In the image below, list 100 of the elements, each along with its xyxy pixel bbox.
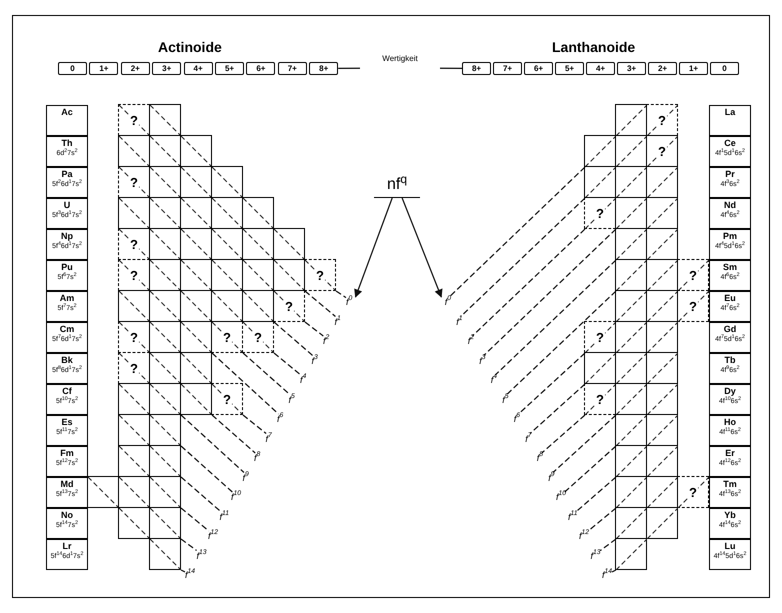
oxidation-state-box: [646, 352, 678, 384]
uncertain-state-box: [118, 104, 150, 136]
element-box: [709, 167, 751, 198]
oxidation-state-box: [242, 259, 274, 291]
question-mark: ?: [222, 330, 232, 344]
element-symbol: Md: [60, 480, 74, 489]
axis-label: Wertigkeit: [382, 55, 418, 63]
oxidation-state-box: [118, 383, 150, 415]
element-symbol: Gd: [724, 325, 736, 334]
oxidation-state-box: [242, 290, 274, 322]
oxidation-state-box: [118, 197, 150, 229]
oxidation-state-box: [149, 135, 181, 167]
leader-line: [588, 508, 616, 532]
element-symbol: Yb: [724, 511, 736, 520]
oxidation-state-box: [149, 507, 181, 539]
valence-box: 8+: [309, 62, 338, 75]
valence-box: 1+: [679, 62, 708, 75]
uncertain-state-box: [584, 197, 616, 229]
element-box: [46, 539, 88, 570]
element-box: [46, 446, 88, 477]
element-symbol: Dy: [724, 387, 736, 396]
oxidation-state-box: [149, 352, 181, 384]
element-symbol: Er: [725, 449, 735, 458]
oxidation-state-box: [149, 538, 181, 570]
element-symbol: U: [64, 201, 70, 210]
valence-box: 2+: [648, 62, 677, 75]
oxidation-state-box: [149, 259, 181, 291]
element-box: [709, 415, 751, 446]
oxidation-state-box: [615, 228, 647, 260]
oxidation-state-box: [615, 135, 647, 167]
element-box: [709, 477, 751, 508]
configuration-label: f$^{7}$: [266, 434, 280, 444]
element-box: [709, 260, 751, 291]
oxidation-state-box: [615, 445, 647, 477]
element-box: [709, 539, 751, 570]
oxidation-state-box: [273, 228, 305, 260]
configuration-label: f$^{5}$: [288, 394, 304, 406]
valence-box: 1+: [89, 62, 118, 75]
configuration-label: f$^{6}$: [505, 414, 520, 425]
uncertain-state-box: [118, 352, 150, 384]
element-box: [46, 167, 88, 198]
configuration-label: f$^{1}$: [334, 316, 350, 328]
element-box: [46, 105, 88, 136]
oxidation-state-box: [118, 414, 150, 446]
element-symbol: Am: [60, 294, 74, 303]
configuration-label: f$^{2}$: [323, 336, 338, 347]
leader-line: [242, 352, 290, 395]
question-mark: ?: [222, 392, 232, 406]
oxidation-state-box: [615, 507, 647, 539]
oxidation-state-box: [149, 383, 181, 415]
leader-line: [180, 508, 210, 532]
leader-line: [180, 476, 222, 512]
element-box: [709, 322, 751, 353]
uncertain-state-box: [211, 321, 243, 353]
leader-line: [612, 569, 616, 572]
element-symbol: No: [61, 511, 73, 520]
valence-box: 6+: [524, 62, 553, 75]
uncertain-state-box: [118, 228, 150, 260]
leader-line: [180, 569, 186, 572]
element-box: [709, 136, 751, 167]
oxidation-state-box: [615, 290, 647, 322]
configuration-label: f$^{10}$: [551, 492, 566, 503]
oxidation-state-box: [87, 476, 119, 508]
configuration-label: f$^{12}$: [208, 531, 223, 542]
oxidation-state-box: [180, 290, 212, 322]
element-box: [709, 105, 751, 136]
element-box: [46, 477, 88, 508]
connector-line: [338, 68, 360, 69]
arrow: [354, 198, 393, 298]
element-symbol: Th: [62, 139, 72, 148]
leader-line: [494, 260, 616, 376]
leader-line: [518, 352, 586, 414]
oxidation-state-box: [646, 290, 678, 322]
element-symbol: Pu: [61, 263, 73, 272]
oxidation-state-box: [118, 290, 150, 322]
question-mark: ?: [129, 268, 139, 282]
oxidation-state-box: [242, 228, 274, 260]
element-box: [46, 260, 88, 291]
valence-box: 3+: [152, 62, 182, 75]
oxidation-state-box: [646, 507, 678, 539]
element-symbol: Np: [61, 232, 73, 241]
configuration-label: f$^{0}$: [436, 297, 451, 308]
element-box: [46, 322, 88, 353]
leader-line: [180, 446, 233, 492]
leader-line: [600, 538, 616, 551]
element-symbol: Bk: [61, 356, 73, 365]
configuration-label: f$^{14}$: [597, 570, 612, 581]
oxidation-state-box: [615, 352, 647, 384]
element-box: [709, 508, 751, 539]
element-symbol: Lr: [62, 542, 72, 551]
element-box: [46, 508, 88, 539]
leader-line: [506, 290, 616, 395]
valence-box: 8+: [462, 62, 491, 75]
leader-line: [448, 166, 586, 298]
oxidation-state-box: [180, 228, 212, 260]
leader-line: [336, 290, 346, 298]
valence-box: 7+: [493, 62, 522, 75]
question-mark: ?: [284, 300, 294, 312]
oxidation-state-box: [615, 414, 647, 446]
element-box: [46, 229, 88, 260]
